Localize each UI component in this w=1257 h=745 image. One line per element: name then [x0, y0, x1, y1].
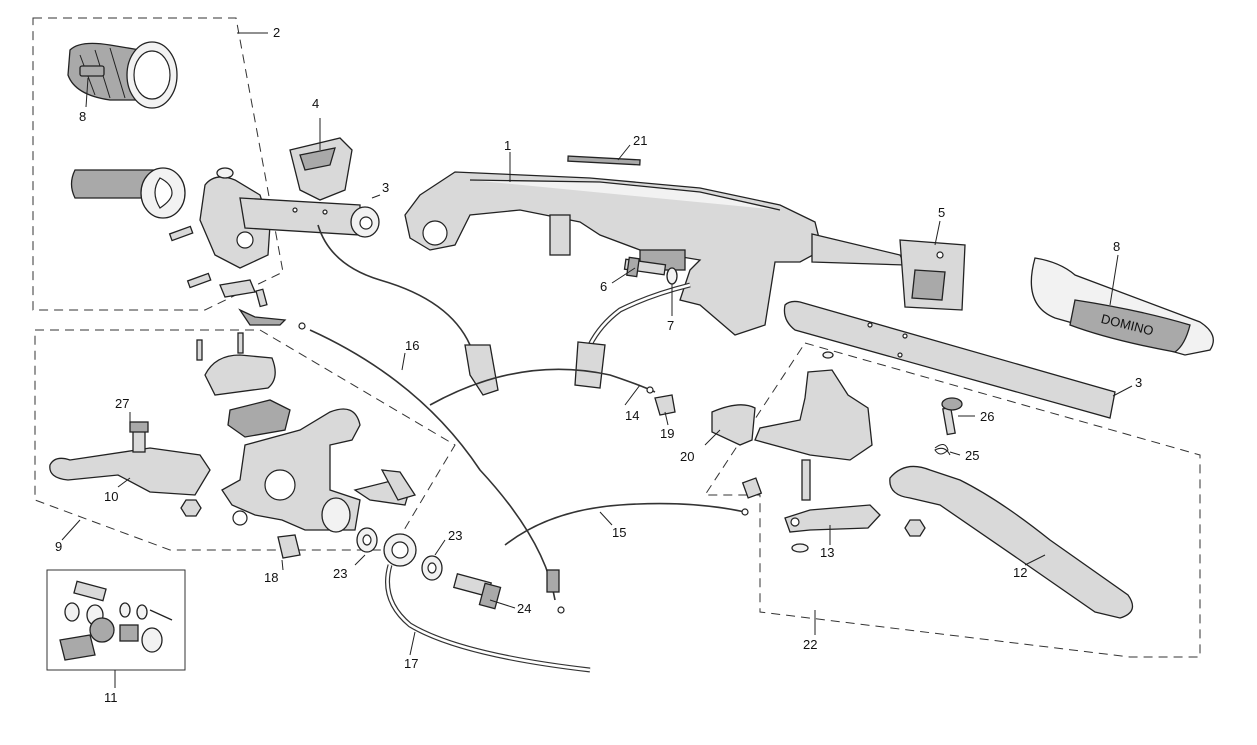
washer-7	[666, 267, 678, 285]
switch-18	[277, 534, 301, 559]
label-24: 24	[517, 601, 531, 616]
banjo-fitting	[383, 533, 417, 567]
repair-kit-parts	[59, 580, 173, 661]
lever-13	[784, 504, 881, 533]
handlebar-clamp	[404, 171, 823, 336]
nut-right	[904, 519, 926, 537]
switch-5	[899, 239, 966, 311]
label-17: 17	[404, 656, 418, 671]
label-13: 13	[820, 545, 834, 560]
cable-end-14	[646, 386, 654, 394]
throttle-cover-4	[289, 137, 353, 201]
label-20: 20	[680, 449, 694, 464]
adjuster-19	[654, 394, 676, 416]
leader-lines	[61, 32, 1133, 688]
label-23-right: 23	[448, 528, 462, 543]
grip-left	[67, 41, 178, 109]
reservoir-gasket	[227, 399, 291, 438]
label-8-right: 8	[1113, 239, 1120, 254]
cable-end-15	[741, 508, 749, 516]
bolt-26	[941, 397, 963, 436]
bolt-27	[129, 421, 149, 453]
group-outline-2	[32, 17, 284, 311]
master-cylinder	[221, 408, 361, 533]
handlebar-tube-right	[811, 233, 907, 266]
banjo-bolt-24	[452, 573, 502, 610]
cable-14	[429, 368, 656, 406]
label-16: 16	[405, 338, 419, 353]
cable-end-16	[546, 569, 565, 614]
throttle-tube	[239, 197, 380, 238]
label-7: 7	[667, 318, 674, 333]
switch-connector	[574, 341, 606, 389]
washer-23-left	[356, 527, 378, 553]
lever-10	[49, 447, 211, 496]
label-9: 9	[55, 539, 62, 554]
label-15: 15	[612, 525, 626, 540]
clutch-lever-12	[889, 465, 1134, 619]
clutch-cable-16	[309, 329, 556, 601]
washer-13	[791, 543, 809, 553]
throttle-cable	[317, 224, 471, 346]
reservoir-cap	[196, 332, 276, 396]
label-11: 11	[104, 690, 118, 705]
label-26: 26	[980, 409, 994, 424]
label-3-left: 3	[382, 180, 389, 195]
label-12: 12	[1013, 565, 1027, 580]
clutch-bracket	[754, 351, 873, 501]
switch-cable	[587, 282, 691, 347]
throttle-connector	[464, 344, 499, 396]
label-14: 14	[625, 408, 639, 423]
label-19: 19	[660, 426, 674, 441]
washer-23-right	[421, 555, 443, 581]
nut-left	[180, 499, 202, 517]
label-4: 4	[312, 96, 319, 111]
label-5: 5	[938, 205, 945, 220]
label-1: 1	[504, 138, 511, 153]
throttle-grip	[70, 167, 186, 219]
label-23-left: 23	[333, 566, 347, 581]
cable-15	[504, 502, 746, 546]
clamp-left	[353, 469, 417, 506]
label-3-right: 3	[1135, 375, 1142, 390]
screw-bracket	[741, 477, 763, 499]
label-8-left: 8	[79, 109, 86, 124]
label-22: 22	[803, 637, 817, 652]
label-6: 6	[600, 279, 607, 294]
sticker-21	[567, 155, 641, 166]
callout-labels: 1 2 3 3 4 5 6 7 8 8 9 10 11 12 13 14 15 …	[55, 25, 1142, 705]
label-10: 10	[104, 489, 118, 504]
cover-20	[711, 404, 756, 446]
label-21: 21	[633, 133, 647, 148]
spring-25	[934, 444, 951, 456]
label-25: 25	[965, 448, 979, 463]
tube-3-right	[783, 300, 1116, 419]
label-27: 27	[115, 396, 129, 411]
group-outline-22	[704, 342, 1201, 658]
label-18: 18	[264, 570, 278, 585]
screws-left	[168, 225, 306, 330]
grip-right: DOMINO	[1030, 257, 1214, 356]
label-2: 2	[273, 25, 280, 40]
